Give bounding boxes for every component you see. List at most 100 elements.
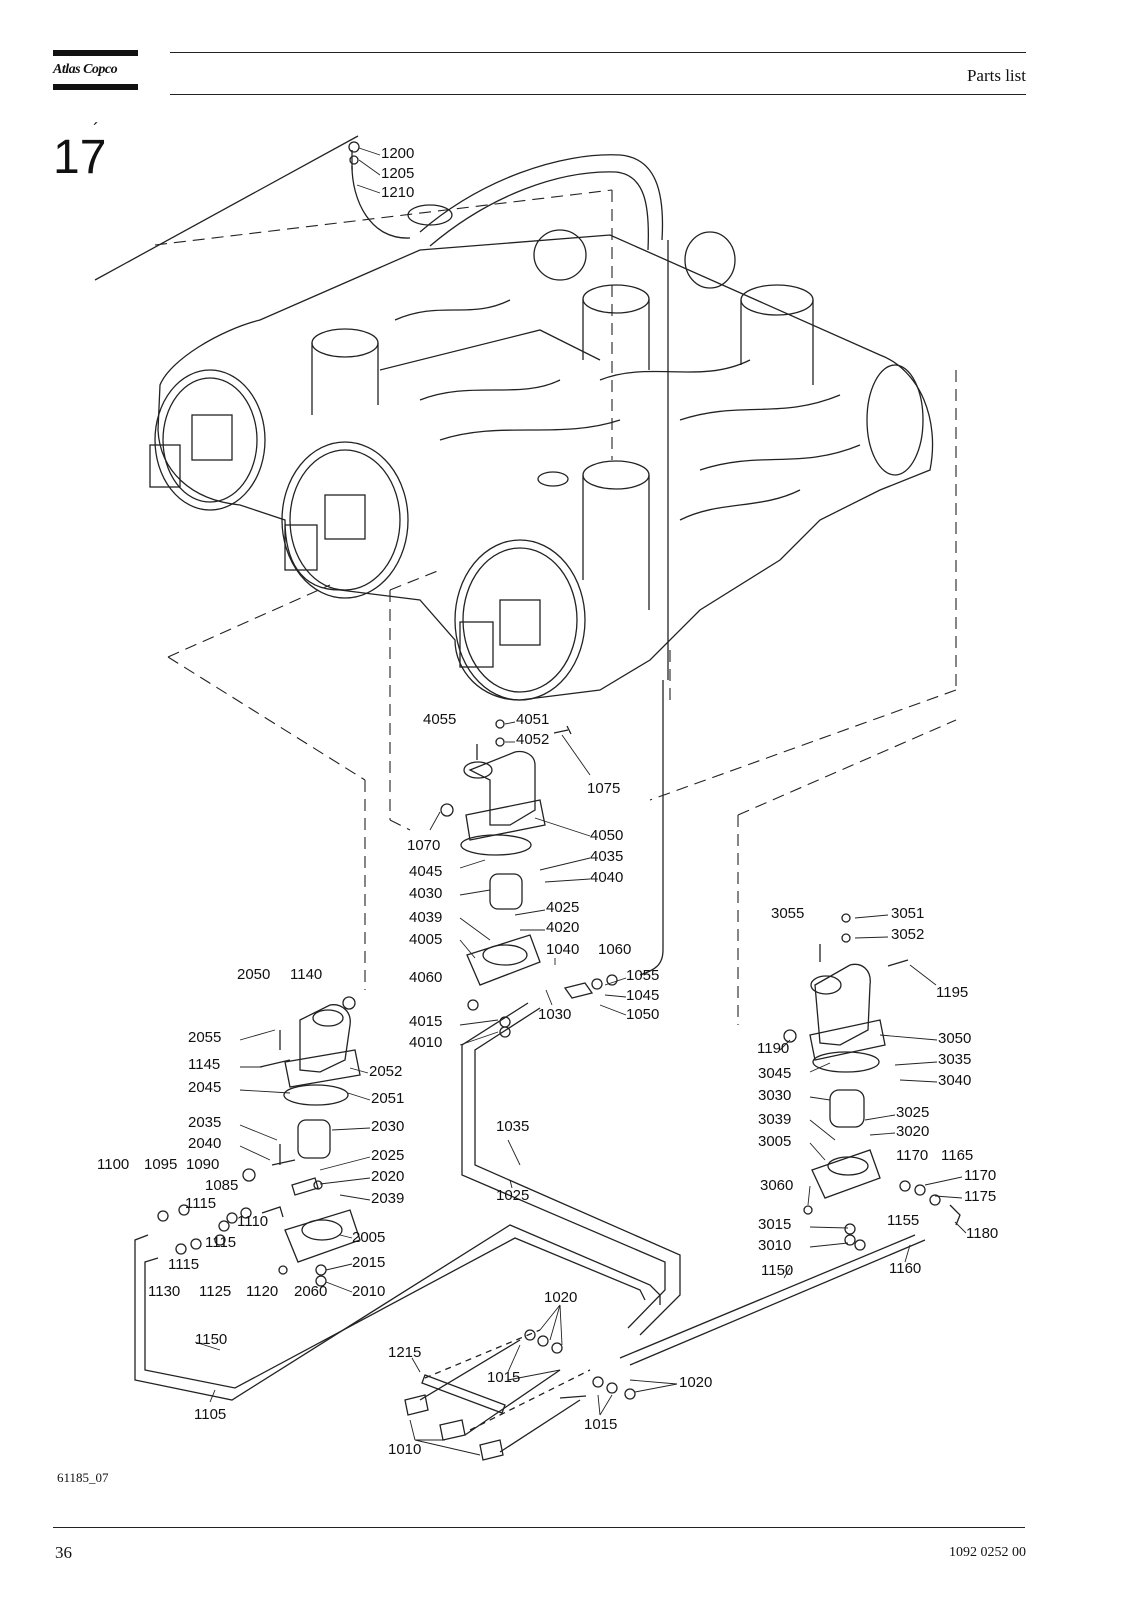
part-label: 1090	[186, 1156, 219, 1173]
part-label: 3055	[771, 905, 804, 922]
part-label: 3060	[760, 1177, 793, 1194]
part-label: 1140	[290, 966, 322, 983]
figure-number-text: 17	[53, 131, 107, 184]
part-label: 1075	[587, 780, 620, 797]
part-label: 4025	[546, 899, 579, 916]
figure-number: 17 ´	[53, 120, 107, 185]
part-label: 3020	[896, 1123, 929, 1140]
part-label: 1115	[185, 1195, 216, 1212]
part-label: 4005	[409, 931, 442, 948]
part-label: 1025	[496, 1187, 529, 1204]
part-label: 2005	[352, 1229, 385, 1246]
part-label: 1110	[237, 1213, 268, 1230]
part-label: 1215	[388, 1344, 421, 1361]
part-label: 2035	[188, 1114, 221, 1131]
logo-bar-bottom	[53, 84, 138, 90]
part-label: 4055	[423, 711, 456, 728]
part-label: 3040	[938, 1072, 971, 1089]
part-label: 2030	[371, 1118, 404, 1135]
part-label: 2020	[371, 1168, 404, 1185]
part-label: 2050	[237, 966, 270, 983]
part-label: 1170	[964, 1167, 996, 1184]
part-label: 1175	[964, 1188, 996, 1205]
part-label: 1195	[936, 984, 968, 1001]
part-label: 1020	[544, 1289, 577, 1306]
part-label: 3051	[891, 905, 924, 922]
part-label: 1125	[199, 1283, 231, 1300]
part-label: 4020	[546, 919, 579, 936]
part-label: 1200	[381, 145, 414, 162]
part-label: 1145	[188, 1056, 220, 1073]
part-label: 1095	[144, 1156, 177, 1173]
part-label: 3045	[758, 1065, 791, 1082]
part-label: 1070	[407, 837, 440, 854]
part-label: 4045	[409, 863, 442, 880]
part-label: 1190	[757, 1040, 789, 1057]
part-label: 4015	[409, 1013, 442, 1030]
part-label: 4060	[409, 969, 442, 986]
part-label: 4040	[590, 869, 623, 886]
part-label: 1120	[246, 1283, 278, 1300]
part-label: 2010	[352, 1283, 385, 1300]
part-label: 3015	[758, 1216, 791, 1233]
part-label: 1155	[887, 1212, 919, 1229]
brand-logo: Atlas Copco	[53, 62, 118, 77]
part-label: 4051	[516, 711, 549, 728]
part-label: 1020	[679, 1374, 712, 1391]
part-label: 1015	[584, 1416, 617, 1433]
part-label: 2039	[371, 1190, 404, 1207]
part-label: 2052	[369, 1063, 402, 1080]
part-label: 4035	[590, 848, 623, 865]
part-label: 2051	[371, 1090, 404, 1107]
part-label: 4030	[409, 885, 442, 902]
part-label: 1050	[626, 1006, 659, 1023]
logo-bar-top	[53, 50, 138, 56]
part-label: 2040	[188, 1135, 221, 1152]
part-label: 2055	[188, 1029, 221, 1046]
part-label: 3030	[758, 1087, 791, 1104]
section-title: Parts list	[966, 66, 1026, 85]
footer-rule	[53, 1527, 1025, 1528]
part-label: 1030	[538, 1006, 571, 1023]
part-label: 1115	[205, 1234, 236, 1251]
part-label: 1055	[626, 967, 659, 984]
page-number: 36	[55, 1543, 72, 1562]
part-label: 1045	[626, 987, 659, 1004]
part-label: 1085	[205, 1177, 238, 1194]
part-label: 4052	[516, 731, 549, 748]
part-label: 4039	[409, 909, 442, 926]
part-label: 1015	[487, 1369, 520, 1386]
part-label: 1100	[97, 1156, 129, 1173]
part-label: 2025	[371, 1147, 404, 1164]
header-rule-bottom	[170, 94, 1026, 95]
document-number: 1092 0252 00	[949, 1545, 1026, 1560]
part-label: 3025	[896, 1104, 929, 1121]
part-label: 3035	[938, 1051, 971, 1068]
part-label: 3010	[758, 1237, 791, 1254]
part-label: 1115	[168, 1256, 199, 1273]
figure-tick-mark: ´	[93, 120, 99, 140]
part-label: 4050	[590, 827, 623, 844]
part-label: 1205	[381, 165, 414, 182]
part-label: 1210	[381, 184, 414, 201]
part-label: 4010	[409, 1034, 442, 1051]
part-label: 3052	[891, 926, 924, 943]
part-label: 2060	[294, 1283, 327, 1300]
part-label: 2015	[352, 1254, 385, 1271]
part-label: 1035	[496, 1118, 529, 1135]
diagram-artwork	[94, 135, 967, 1461]
part-label: 1010	[388, 1441, 421, 1458]
part-label: 1105	[194, 1406, 226, 1423]
part-label: 2045	[188, 1079, 221, 1096]
part-label: 1180	[966, 1225, 998, 1242]
part-label: 1160	[889, 1260, 921, 1277]
part-label: 3005	[758, 1133, 791, 1150]
part-label: 1150	[195, 1331, 227, 1348]
drawing-code: 61185_07	[57, 1470, 109, 1485]
part-label: 1150	[761, 1262, 793, 1279]
part-label: 1165	[941, 1147, 973, 1164]
part-label: 1170	[896, 1147, 928, 1164]
part-label: 1040	[546, 941, 579, 958]
part-number-labels: 1200 1205 1210 4055 4051 4052 1075 1070 4050 4035…	[97, 145, 998, 1458]
